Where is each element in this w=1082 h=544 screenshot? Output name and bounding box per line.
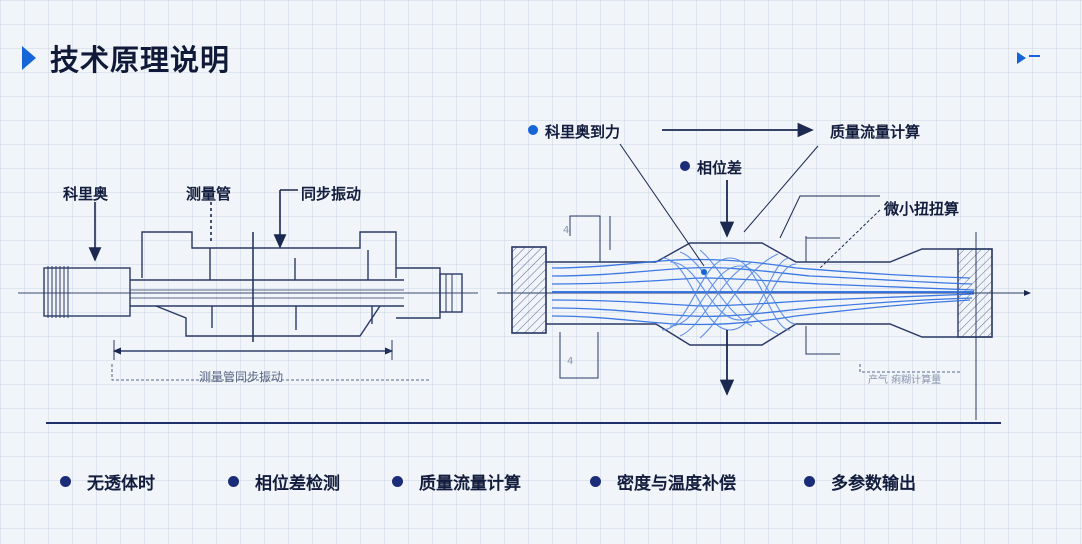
label-measuring-tube: 测量管 [186,185,232,203]
bullet-dot-icon [228,475,239,487]
label-coriolis: 科里奥 [63,185,109,203]
label-phase-diff: 相位差 [697,159,743,177]
label-coriolis-force: 科里奥到力 [545,123,621,141]
list-item: 多参数输出 [804,466,916,496]
label-mass-flow-calc: 质量流量计算 [830,123,921,141]
label-micro-torsion: 微小扭扭算 [884,200,960,218]
feature-list: 无透体时 相位差检测 质量流量计算 密度与温度补偿 多参数输出 [0,466,1082,496]
dimension-label: 测量管同步振动 [199,370,284,384]
page-title: 技术原理说明 [50,43,231,77]
faint-annotation: 产气 痢糊计算量 [868,375,942,386]
bullet-dot-icon [804,475,815,487]
label-sync-vibration: 同步振动 [301,185,362,203]
bullet-dot-icon [60,475,71,487]
bullet-dot-icon [590,475,601,487]
play-triangle-icon [22,46,36,70]
right-meter-drawing [497,215,1031,420]
play-triangle-dash-icon [1017,52,1040,64]
side-mark-top: 4 [563,225,570,236]
left-meter-drawing [18,231,478,381]
list-item: 相位差检测 [228,466,340,496]
side-mark-bottom: 4 [567,356,574,367]
page-header: 技术原理说明 [22,36,230,80]
list-item: 无透体时 [60,466,155,496]
bullet-dot-icon [392,475,403,487]
list-item: 密度与温度补偿 [590,466,736,496]
section-divider [46,422,1001,424]
list-item: 质量流量计算 [392,466,521,496]
